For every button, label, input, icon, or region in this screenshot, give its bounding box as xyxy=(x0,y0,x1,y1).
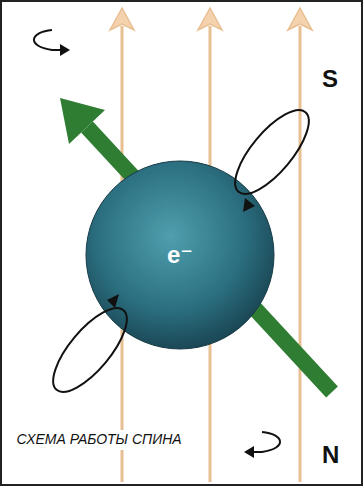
particle-symbol: e⁻ xyxy=(85,241,275,269)
electron-sphere: e⁻ xyxy=(85,160,275,350)
caption-note: СХЕМА РАБОТЫ СПИНА xyxy=(12,430,186,450)
pole-label: N xyxy=(322,440,339,470)
pole-label: S xyxy=(322,64,338,94)
